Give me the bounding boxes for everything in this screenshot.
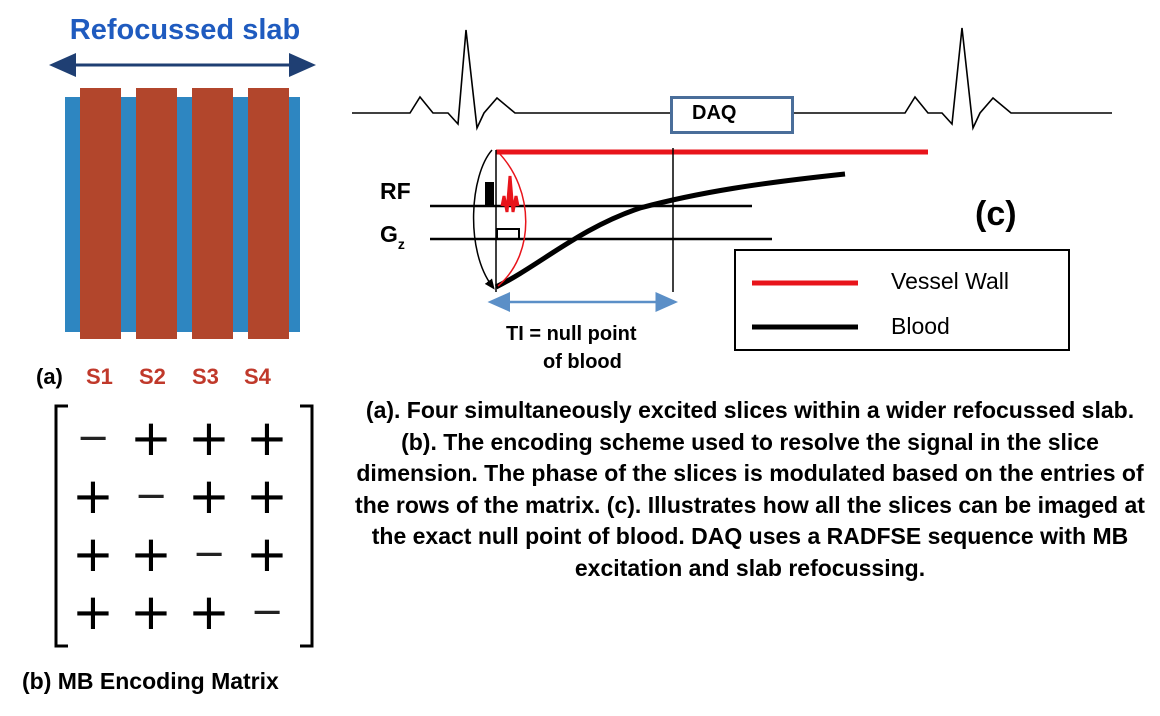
slice-label-s4: S4 [244, 364, 271, 389]
slice-label-s2: S2 [139, 364, 166, 389]
gz-label: Gz [380, 221, 405, 252]
ti-label-line-2: of blood [543, 351, 622, 373]
slab-title: Refocussed slab [69, 14, 301, 46]
flip-arc-red [497, 151, 527, 287]
legend-label-vessel-wall: Vessel Wall [891, 268, 1010, 294]
gz-subscript: z [397, 236, 405, 252]
slice-label-s1: S1 [86, 364, 113, 389]
matrix-cell-r3-c3: − [192, 531, 226, 577]
matrix-cell-r3-c1: + [72, 525, 114, 583]
panel-c-label: (c) [975, 195, 1017, 233]
figure-caption: (a). Four simultaneously excited slices … [355, 397, 1145, 581]
rf-pulse-red [500, 175, 520, 213]
matrix-cell-r4-c1: + [72, 583, 114, 641]
legend: Vessel Wall Blood [734, 249, 1070, 351]
matrix-cell-r4-c3: + [188, 583, 230, 641]
matrix-cell-r1-c1: − [76, 415, 110, 461]
slice-label-s3: S3 [192, 364, 219, 389]
matrix-cell-r1-c4: + [246, 409, 288, 467]
legend-label-blood: Blood [891, 313, 950, 339]
matrix-cell-r1-c2: + [130, 409, 172, 467]
matrix-cell-r2-c1: + [72, 467, 114, 525]
matrix-cell-r3-c2: + [130, 525, 172, 583]
gz-letter: G [380, 221, 398, 247]
matrix-cell-r4-c2: + [130, 583, 172, 641]
matrix-cell-r3-c4: + [246, 525, 288, 583]
slice-3 [192, 88, 233, 339]
daq-box [670, 96, 794, 134]
matrix-cell-r4-c4: − [250, 589, 284, 635]
gz-gradient [496, 228, 520, 239]
legend-swatches [752, 280, 858, 330]
slice-1 [80, 88, 121, 339]
panel-a-label: (a) [36, 364, 63, 389]
slice-2 [136, 88, 177, 339]
matrix-cell-r2-c4: + [246, 467, 288, 525]
matrix-cell-r1-c3: + [188, 409, 230, 467]
slice-4 [248, 88, 289, 339]
ti-label-line-1: TI = null point [506, 323, 637, 345]
rf-label: RF [380, 178, 411, 204]
panel-b-label: (b) MB Encoding Matrix [22, 668, 279, 694]
flip-arc-black [472, 149, 495, 290]
ti-label: TI = null point of blood [500, 320, 700, 376]
daq-label: DAQ [692, 102, 737, 124]
rf-pulse-black [485, 182, 494, 206]
matrix-cell-r2-c3: + [188, 467, 230, 525]
matrix-cell-r2-c2: − [134, 473, 168, 519]
